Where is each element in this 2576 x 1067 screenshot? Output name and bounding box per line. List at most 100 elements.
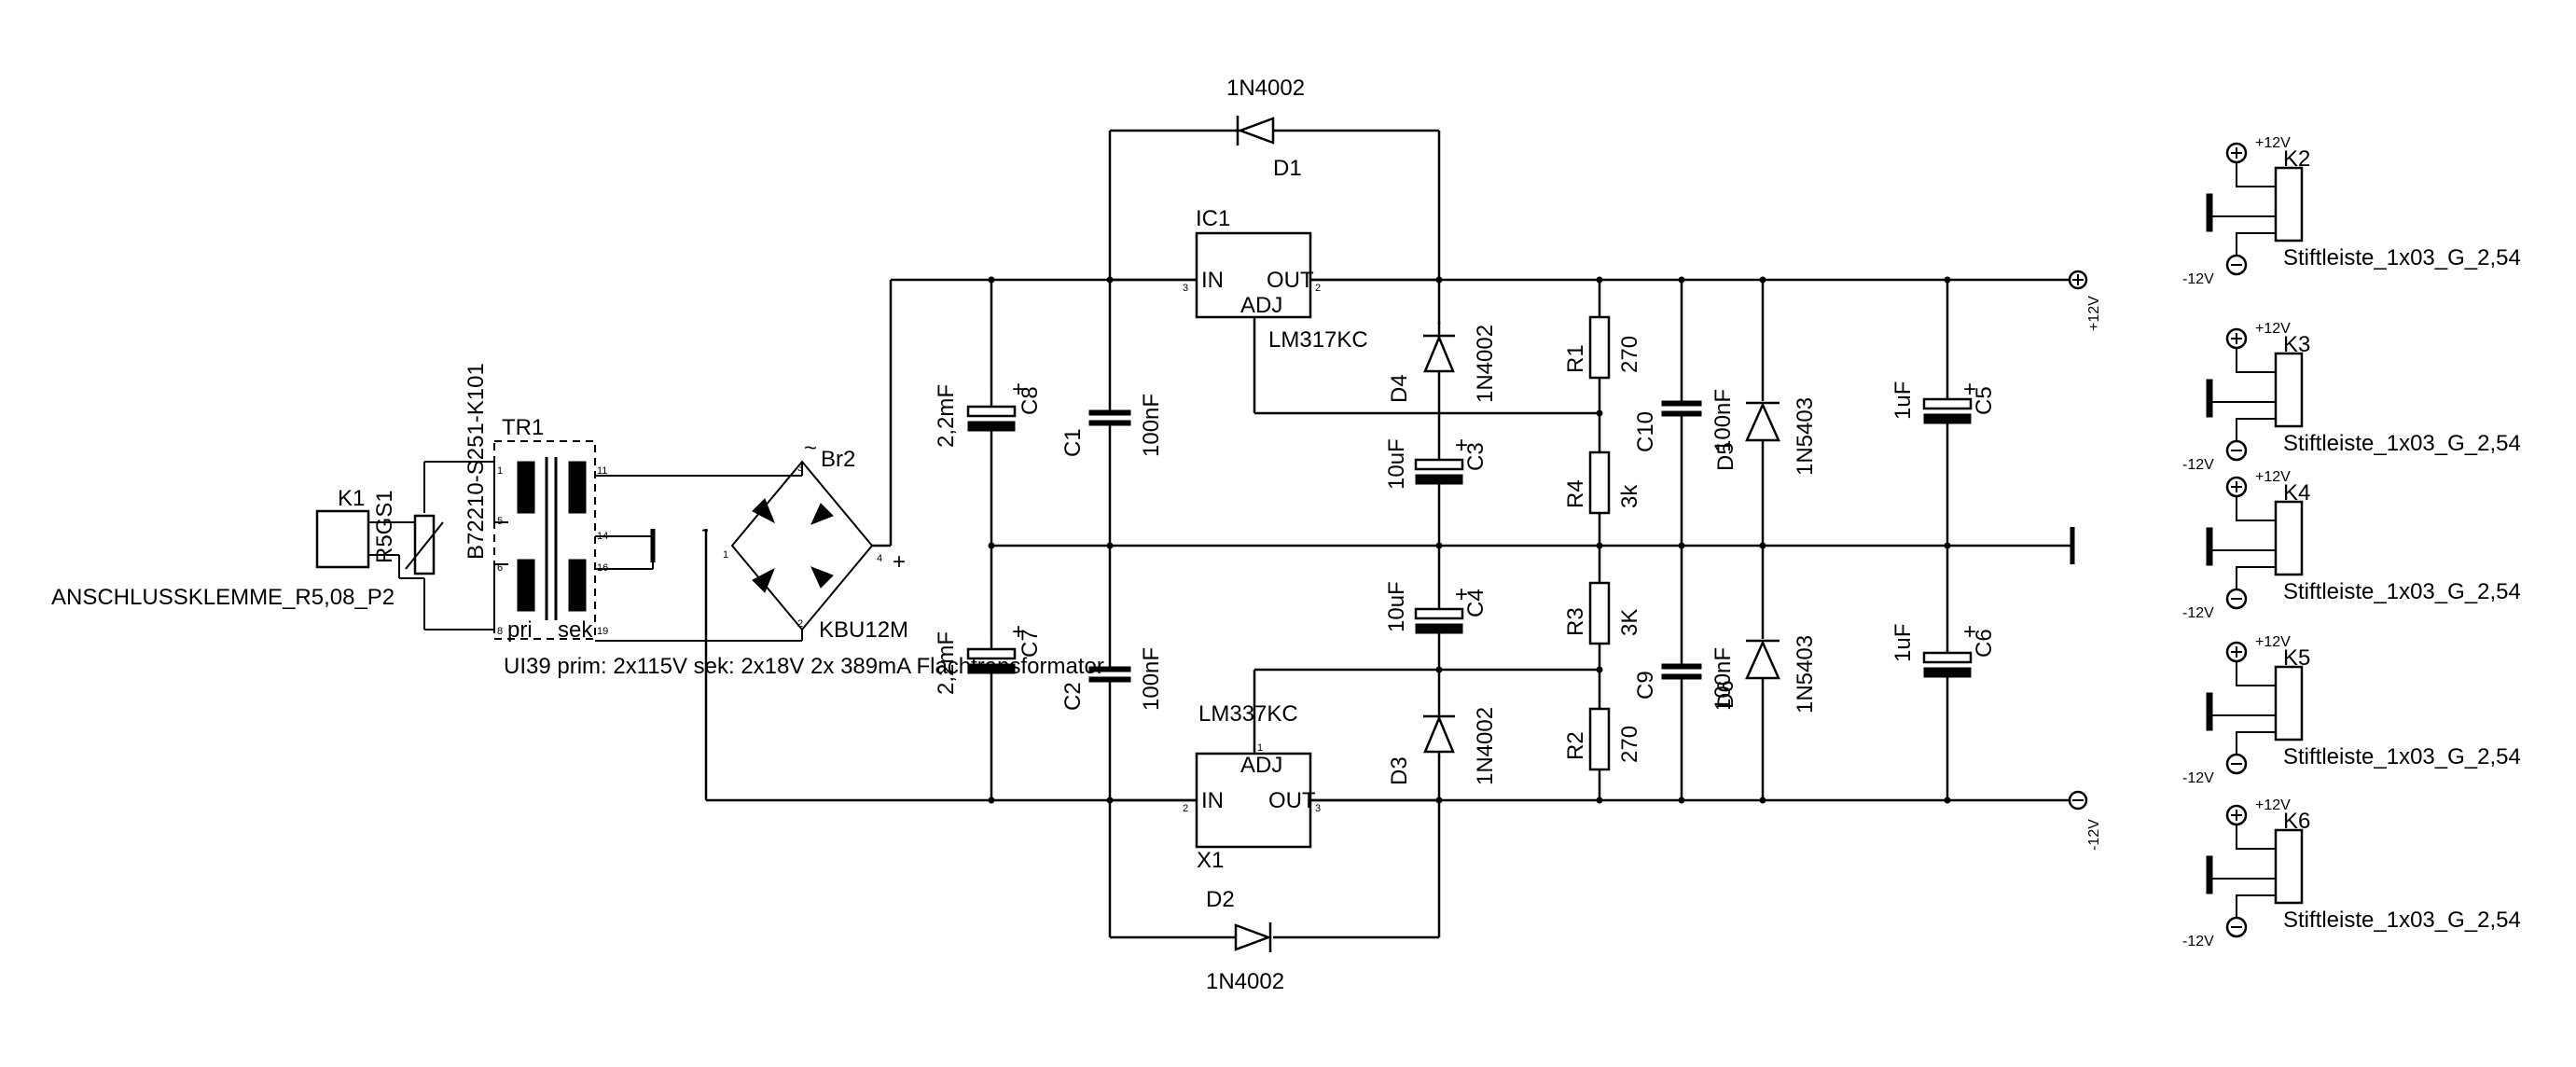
bridge-plus: + [893,549,906,575]
header-k4: K4 +12V -12V Stiftleiste_1x03_G_2,54 [2182,469,2521,621]
header-k2: K2 +12V -12V Stiftleiste_1x03_G_2,54 [2182,135,2521,287]
k5-neg-label: -12V [2182,770,2214,786]
d2-value: 1N4002 [1206,969,1284,994]
diode-d3: D3 1N4002 [1387,700,1498,785]
bridge-tilde: ~ [804,436,817,461]
k2-neg-label: -12V [2182,271,2214,287]
diode-d5: D5 1N5403 [1713,397,1818,476]
c9-value: 100nF [1710,647,1736,711]
k2-ref: K2 [2283,146,2310,172]
capacitor-c5: + 1uF C5 [1890,377,1997,436]
bridge-value: KBU12M [819,617,908,643]
d2-ref: D2 [1206,887,1235,912]
c2-value: 100nF [1139,647,1164,711]
ic1-in-label: IN [1201,268,1224,293]
k3-value: Stiftleiste_1x03_G_2,54 [2283,431,2521,456]
r2-ref: R2 [1563,731,1588,760]
x1-ref: X1 [1197,848,1224,873]
k1-ref: K1 [338,486,365,511]
bridge-rectifier: Br2 KBU12M + - ~ [701,436,908,643]
tr1-pin-label: 14 [597,531,608,542]
diode-d2: D2 1N4002 [1206,887,1284,994]
diode-d6: D6 1N5403 [1713,635,1818,714]
d5-value: 1N5403 [1793,397,1818,476]
c7-plus: + [1012,619,1025,644]
c9-ref: C9 [1633,671,1658,700]
r1-ref: R1 [1563,344,1588,373]
d3-value: 1N4002 [1473,707,1498,785]
varistor-value: B72210-S251-K101 [464,363,489,560]
d6-value: 1N5403 [1793,635,1818,714]
d4-ref: D4 [1387,374,1412,403]
c5-plus: + [1963,377,1976,402]
k6-ref: K6 [2283,809,2310,834]
varistor-ref: R5GS1 [372,490,397,563]
bridge-ref: Br2 [821,447,855,472]
tr1-ref: TR1 [502,415,544,440]
c3-plus: + [1455,433,1468,458]
k3-ref: K3 [2283,332,2310,357]
header-k5: K5 +12V -12V Stiftleiste_1x03_G_2,54 [2182,634,2521,786]
header-k3: K3 +12V -12V Stiftleiste_1x03_G_2,54 [2182,321,2521,473]
k4-neg-label: -12V [2182,605,2214,621]
c2-ref: C2 [1060,682,1086,711]
r3-value: 3K [1617,609,1642,636]
c3-ref: C3 [1463,442,1489,471]
varistor: R5GS1 B72210-S251-K101 [372,363,489,575]
diode-d4: D4 1N4002 [1387,322,1498,403]
c1-ref: C1 [1060,428,1086,457]
r3-ref: R3 [1563,607,1588,636]
d1-ref: D1 [1273,156,1302,181]
pin-number: 4 [877,553,882,564]
capacitor-c6: + 1uF C6 [1890,619,1997,679]
r4-ref: R4 [1563,479,1588,508]
resistor-r4: R4 3k [1563,450,1642,515]
pin-number: 3 [1315,803,1321,814]
resistor-r2: R2 270 [1563,707,1642,771]
c3-value: 10uF [1384,438,1409,490]
connector-k1: K1 ANSCHLUSSKLEMME_R5,08_P2 [51,486,395,610]
tr1-pin-label: 11 [597,465,607,477]
capacitor-c10: C10 100nF [1633,389,1736,452]
k4-ref: K4 [2283,480,2310,506]
k4-value: Stiftleiste_1x03_G_2,54 [2283,579,2521,604]
c5-value: 1uF [1890,381,1916,420]
pin-number: 2 [1183,803,1188,814]
ic1-out-label: OUT [1267,268,1314,293]
c4-plus: + [1455,582,1468,607]
k2-value: Stiftleiste_1x03_G_2,54 [2283,245,2521,270]
capacitor-c3: + 10uF C3 [1384,433,1489,490]
c4-value: 10uF [1384,581,1409,632]
x1-value: LM337KC [1198,701,1298,727]
capacitor-c7: + 2,2mF C7 [934,619,1043,695]
header-k6: K6 +12V -12V Stiftleiste_1x03_G_2,54 [2182,797,2521,949]
x1-in-label: IN [1201,788,1224,813]
tr1-pri-label: pri [507,617,533,643]
tr1-pin-label: 1 [497,465,503,477]
c8-value: 2,2mF [934,384,959,448]
pos-supply-label: +12V [2086,296,2102,331]
pin-number: 2 [797,618,803,630]
r2-value: 270 [1617,726,1642,763]
supply-terminal-pos: +12V [2068,270,2102,331]
c4-ref: C4 [1463,589,1489,617]
ic1-value: LM317KC [1268,327,1368,353]
d5-ref: D5 [1713,442,1738,471]
regulator-ic1: IC1 LM317KC IN OUT ADJ [1195,206,1368,353]
pin-number: 1 [1257,742,1263,754]
tr1-pin-label: 16 [597,562,608,574]
k5-ref: K5 [2283,645,2310,671]
bridge-minus: - [701,517,709,542]
tr1-pin-label: 6 [497,562,503,574]
x1-out-label: OUT [1268,788,1316,813]
c6-plus: + [1963,619,1976,644]
tr1-pin-label: 5 [497,516,503,527]
resistor-r3: R3 3K [1563,581,1642,645]
capacitor-c8: + 2,2mF C8 [934,377,1043,448]
ic1-ref: IC1 [1196,206,1230,231]
neg-supply-label: -12V [2086,819,2102,851]
regulator-x1: LM337KC X1 IN OUT ADJ [1195,701,1316,873]
capacitor-c2: C2 100nF [1060,647,1164,711]
c1-value: 100nF [1139,394,1164,457]
pin-number: 2 [1315,283,1321,294]
